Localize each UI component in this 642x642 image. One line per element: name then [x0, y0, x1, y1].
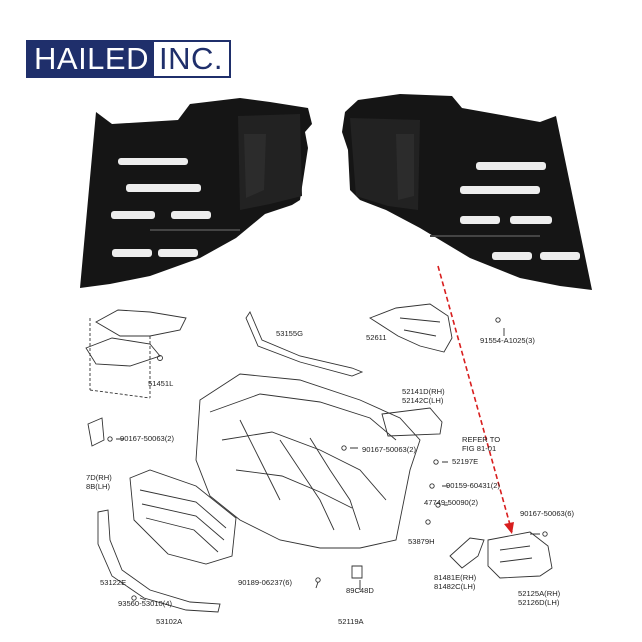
callout-arrowhead	[504, 522, 514, 534]
label-52125a: 52125A(RH)	[518, 589, 561, 598]
label-8blh: 8B(LH)	[86, 482, 111, 491]
part-labels: 53155G 52611 91554-A1025(3) 51451L 52141…	[86, 329, 575, 626]
label-52119a: 52119A	[338, 617, 365, 626]
label-90167-a: 90167-50063(2)	[120, 434, 175, 443]
label-90167-c: 90167-50063(6)	[520, 509, 575, 518]
label-52142c: 52142C(LH)	[402, 396, 444, 405]
label-89c48d: 89C48D	[346, 586, 374, 595]
label-90189: 90189-06237(6)	[238, 578, 293, 587]
label-refer-1: REFER TO	[462, 435, 500, 444]
left-bracket-photo	[80, 98, 312, 288]
label-52141d: 52141D(RH)	[402, 387, 445, 396]
label-51451l: 51451L	[148, 379, 173, 388]
label-52611: 52611	[366, 333, 387, 342]
label-47749: 47749-50090(2)	[424, 498, 479, 507]
brand-left: HAILED	[28, 42, 154, 76]
label-91554: 91554-A1025(3)	[480, 336, 535, 345]
label-53155g: 53155G	[276, 329, 303, 338]
label-53122e: 53122E	[100, 578, 126, 587]
label-81481e: 81481E(RH)	[434, 573, 477, 582]
callout-line	[437, 265, 513, 533]
label-53102a: 53102A	[156, 617, 183, 626]
label-7drh: 7D(RH)	[86, 473, 112, 482]
label-93560: 93560-53010(4)	[118, 599, 173, 608]
right-bracket-photo	[342, 94, 592, 290]
brand-logo: HAILED INC.	[26, 40, 231, 78]
label-81482c: 81482C(LH)	[434, 582, 476, 591]
exploded-parts-drawing	[85, 303, 553, 613]
label-90159: 90159-60431(2)	[446, 481, 501, 490]
label-53879h: 53879H	[408, 537, 435, 546]
label-52126d: 52126D(LH)	[518, 598, 560, 607]
brand-right: INC.	[153, 42, 229, 76]
label-refer-2: FIG 81-01	[462, 444, 496, 453]
label-90167-b: 90167-50063(2)	[362, 445, 417, 454]
label-52197e: 52197E	[452, 457, 478, 466]
